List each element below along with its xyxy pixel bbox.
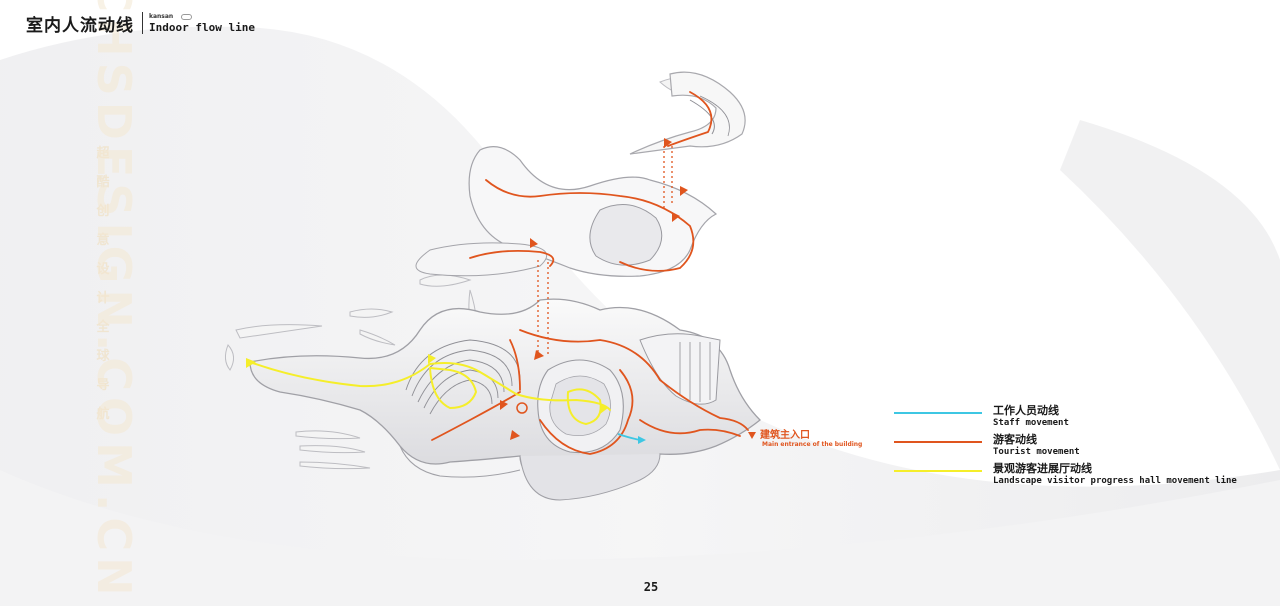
legend-sublabel: Staff movement [993, 418, 1069, 428]
page-title-en: Indoor flow line [149, 20, 255, 34]
page-title-cn: 室内人流动线 [26, 15, 134, 36]
watermark-char: 计 [96, 291, 110, 306]
legend-line-tourist [894, 441, 982, 443]
watermark-vertical-cn: 超 酷 创 意 设 计 全 球 导 航 [96, 142, 110, 422]
watermark-vertical-en: CHSDESIGN.COM.CN [87, 0, 141, 602]
title-en-block: kansan Indoor flow line [149, 12, 255, 34]
watermark-char: 球 [96, 349, 110, 364]
entrance-cn-row: 建筑主入口 [748, 430, 862, 441]
watermark-char: 创 [96, 204, 110, 219]
watermark-char: 设 [96, 262, 110, 277]
landscape-arrows [246, 354, 608, 414]
watermark-char: 超 [96, 146, 110, 161]
vertical-connectors [537, 146, 673, 356]
upper-floating-deck [629, 71, 746, 155]
watermark-char: 意 [96, 233, 110, 248]
background-swoosh-light [0, 470, 1280, 606]
watermark-char: 酷 [96, 175, 110, 190]
watermark-char: 导 [96, 378, 110, 393]
legend-label: 景观游客进展厅动线 [993, 462, 1092, 475]
legend-sublabel: Tourist movement [993, 447, 1080, 457]
legend-line-landscape [894, 470, 982, 472]
entrance-arrow-icon [748, 432, 756, 439]
legend: 工作人员动线 Staff movement 游客动线 Tourist movem… [894, 404, 1264, 491]
legend-label: 工作人员动线 [993, 404, 1059, 417]
entrance-label-en: Main entrance of the building [762, 441, 863, 448]
brand-row: kansan [149, 12, 255, 20]
legend-item-staff: 工作人员动线 Staff movement [894, 404, 1264, 433]
legend-item-tourist: 游客动线 Tourist movement [894, 433, 1264, 462]
landscape-flow-lines [249, 361, 611, 426]
watermark-char: 全 [96, 320, 110, 335]
background-arc-right [1060, 120, 1280, 470]
legend-line-staff [894, 412, 982, 414]
legend-label: 游客动线 [993, 433, 1037, 446]
legend-item-landscape: 景观游客进展厅动线 Landscape visitor progress hal… [894, 462, 1264, 491]
page-number: 25 [643, 580, 659, 594]
brand-label: kansan [149, 12, 174, 20]
tourist-flow-lines [431, 91, 749, 455]
staff-arrow [638, 436, 646, 444]
tourist-arrows [500, 138, 688, 440]
watermark-char: 航 [96, 407, 110, 422]
page-header: 室内人流动线 kansan Indoor flow line [26, 10, 255, 36]
header-divider [142, 12, 143, 34]
background-swoosh [0, 26, 1280, 606]
brand-logo-icon [181, 13, 193, 20]
legend-sublabel: Landscape visitor progress hall movement… [993, 476, 1237, 486]
entrance-label-cn: 建筑主入口 [760, 430, 810, 441]
main-entrance-label: 建筑主入口 Main entrance of the building [748, 430, 862, 449]
